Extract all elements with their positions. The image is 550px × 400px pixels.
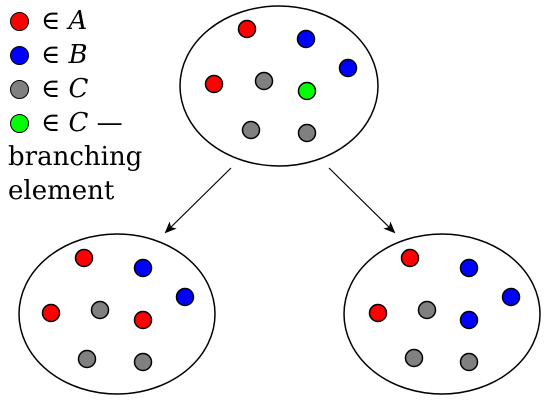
element-dot (77, 349, 97, 369)
element-dot (297, 123, 317, 143)
element-dot (501, 287, 521, 307)
element-dot (417, 300, 437, 320)
element-dot (254, 71, 274, 91)
legend-label-b: ∈ B (41, 40, 88, 70)
element-dot (41, 303, 61, 323)
arrow-left (164, 167, 232, 234)
legend-note-line-1: branching (8, 142, 143, 172)
left-set-ellipse (18, 233, 216, 395)
element-dot (133, 352, 153, 372)
element-dot (90, 300, 110, 320)
element-dot (368, 303, 388, 323)
element-dot (133, 258, 153, 278)
element-dot (175, 287, 195, 307)
legend-label-c: ∈ C (41, 74, 89, 104)
arrow-right (328, 167, 396, 234)
branching-element-dot (297, 81, 317, 101)
element-dot (459, 310, 479, 330)
element-dot (338, 58, 358, 78)
left-set (18, 233, 216, 395)
right-set-ellipse (343, 233, 541, 395)
right-set (343, 233, 541, 395)
green-dot-icon (10, 113, 29, 133)
element-dot (404, 348, 424, 368)
legend-label-c-branch: ∈ C — (41, 108, 123, 138)
legend-item-b: ∈ B (8, 38, 142, 72)
top-set (179, 5, 379, 167)
gray-dot-icon (10, 79, 29, 99)
blue-dot-icon (10, 45, 29, 65)
element-dot (459, 258, 479, 278)
top-set-ellipse (179, 5, 379, 167)
legend-item-a: ∈ A (8, 4, 142, 38)
legend-label-a: ∈ A (41, 6, 88, 36)
element-dot (296, 29, 316, 49)
element-dot (204, 74, 224, 94)
legend-item-c: ∈ C (8, 72, 142, 106)
element-dot (459, 352, 479, 372)
element-dot (74, 248, 94, 268)
legend-item-c-branch: ∈ C — (8, 106, 142, 140)
element-dot (241, 120, 261, 140)
legend: ∈ A ∈ B ∈ C ∈ C — branching element (8, 4, 142, 208)
element-dot (133, 310, 153, 330)
element-dot (400, 248, 420, 268)
element-dot (237, 19, 257, 39)
red-dot-icon (10, 11, 29, 31)
legend-note-line-2: element (8, 176, 115, 206)
